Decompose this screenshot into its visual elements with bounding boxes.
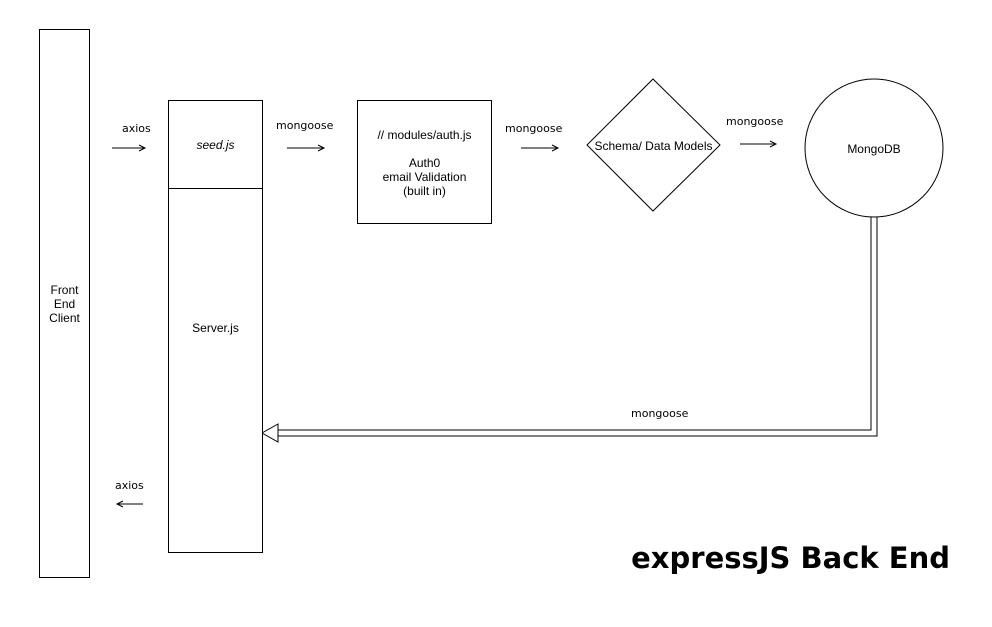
front-end-client-box: Front End Client — [39, 29, 90, 578]
seed-js-box: seed.js — [168, 100, 263, 189]
mongoose-return-arrow — [260, 217, 878, 443]
auth-module-box: // modules/auth.js Auth0 email Validatio… — [357, 100, 492, 224]
schema-label: Schema/ Data Models — [594, 139, 713, 153]
page-title: expressJS Back End — [631, 541, 950, 575]
auth-module-line-1: Auth0 — [408, 156, 441, 170]
auth-module-line-2: email Validation — [382, 170, 467, 184]
server-js-box: Server.js — [168, 188, 263, 553]
mongoose-label-2: mongoose — [505, 122, 563, 135]
mongoose-arrow-3 — [740, 140, 778, 148]
auth-module-line-3: (built in) — [403, 184, 446, 198]
mongoose-return-label: mongoose — [631, 407, 689, 420]
front-end-label-line-3: Client — [49, 311, 80, 325]
seed-js-label: seed.js — [196, 138, 235, 152]
server-js-label: Server.js — [192, 321, 239, 335]
mongoose-label-1: mongoose — [276, 119, 334, 132]
mongodb-label: MongoDB — [847, 142, 901, 156]
front-end-label-line-1: Front — [50, 283, 79, 297]
mongoose-arrow-2 — [521, 144, 560, 152]
axios-out-arrow — [115, 500, 143, 508]
axios-in-label: axios — [122, 122, 151, 135]
axios-out-label: axios — [115, 479, 144, 492]
mongodb-circle — [804, 78, 944, 218]
schema-diamond — [586, 78, 721, 212]
front-end-label-line-2: End — [53, 297, 76, 311]
mongoose-label-3: mongoose — [726, 115, 784, 128]
auth-module-comment: // modules/auth.js — [377, 128, 472, 142]
axios-in-arrow — [112, 144, 147, 152]
mongoose-arrow-1 — [287, 144, 326, 152]
